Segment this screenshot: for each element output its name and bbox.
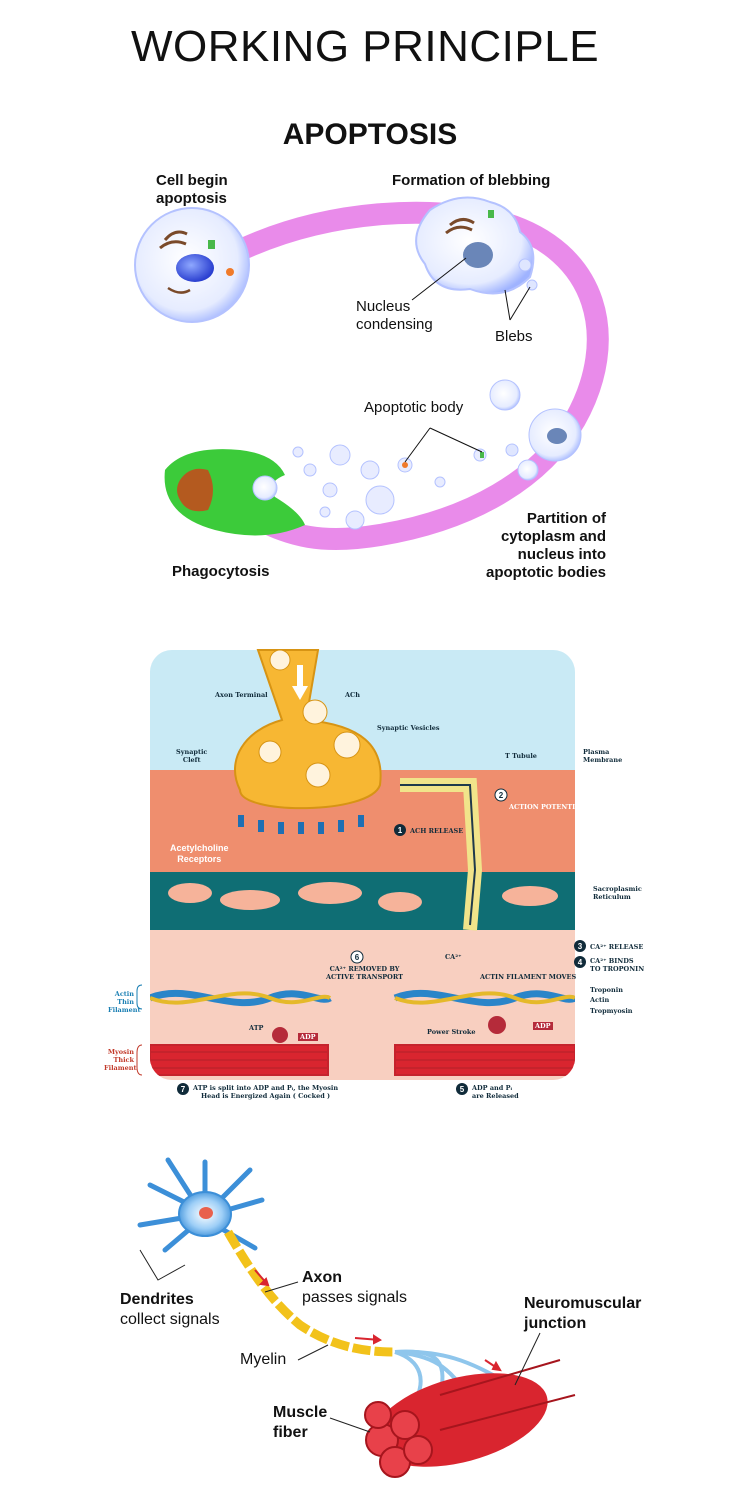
label-phagocytosis: Phagocytosis (172, 563, 270, 580)
label-nucleus: Nucleus condensing (356, 298, 433, 333)
svg-text:4: 4 (578, 958, 583, 967)
label-apoptotic-body: Apoptotic body (364, 399, 464, 416)
label-plasma-membrane: Plasma Membrane (583, 748, 623, 764)
svg-text:5: 5 (460, 1085, 465, 1094)
label-dendrites-sub: collect signals (120, 1311, 220, 1328)
cell-blebbing (415, 196, 538, 295)
label-step7: ATP is split into ADP and Pᵢ, the Myosin… (193, 1084, 339, 1100)
apoptosis-diagram (134, 196, 609, 550)
page-title: WORKING PRINCIPLE (130, 22, 600, 71)
svg-text:3: 3 (578, 942, 583, 951)
svg-text:1: 1 (398, 826, 403, 835)
label-atp: ATP (249, 1024, 264, 1032)
label-ca-removed: CA²⁺ REMOVED BY ACTIVE TRANSPORT (326, 965, 403, 981)
label-actin: Actin (590, 996, 610, 1004)
nmj-diagram: 1 2 3 4 5 6 7 (136, 649, 586, 1095)
label-ca: CA²⁺ (445, 953, 462, 961)
label-ach-receptors: Acetylcholine Receptors (170, 843, 229, 864)
label-t-tubule: T Tubule (505, 752, 537, 760)
phagocyte (164, 449, 305, 536)
label-axon-sub: passes signals (302, 1289, 407, 1306)
label-ach: ACh (345, 691, 360, 699)
label-dendrites: Dendrites (120, 1291, 194, 1308)
label-cell-begin: Cell begin apoptosis (156, 172, 228, 207)
label-action-potential: ACTION POTENTIAL (509, 803, 585, 811)
label-axon-terminal: Axon Terminal (215, 691, 268, 699)
label-myosin-thick: Myosin Thick Filament (104, 1048, 137, 1072)
actin-filament-left (150, 990, 332, 1006)
cell-begin-apoptosis (134, 207, 250, 323)
ach-receptors (238, 815, 364, 834)
muscle-fiber (364, 1359, 576, 1478)
pathway-arc (234, 201, 609, 550)
svg-text:7: 7 (181, 1085, 186, 1094)
label-actin-thin: Actin Thin Filament (108, 990, 141, 1014)
label-adp-left: ADP (298, 1033, 318, 1041)
label-myelin: Myelin (240, 1351, 287, 1368)
label-adp-right: ADP (533, 1022, 553, 1030)
label-ca-binds: CA²⁺ BINDS TO TROPONIN (590, 957, 645, 973)
label-nmj: Neuromuscular junction (524, 1295, 642, 1332)
cell-partition (489, 379, 582, 481)
label-troponin: Troponin (590, 986, 623, 994)
myosin-filament (150, 1044, 575, 1076)
apoptotic-bodies (292, 444, 487, 530)
label-muscle-fiber: Muscle fiber (273, 1404, 328, 1441)
svg-text:6: 6 (355, 953, 360, 962)
label-ach-release: ACH RELEASE (410, 827, 464, 835)
label-partition: Partition of cytoplasm and nucleus into … (486, 510, 606, 581)
label-power-stroke: Power Stroke (427, 1028, 476, 1036)
label-actin-moves: ACTIN FILAMENT MOVES (480, 973, 577, 981)
svg-text:2: 2 (499, 791, 504, 800)
label-step5: ADP and Pᵢ are Released (472, 1084, 519, 1100)
label-sarcoplasmic: Sacroplasmic Reticulum (593, 885, 642, 901)
apoptosis-title: APOPTOSIS (282, 118, 458, 151)
axon (224, 1229, 396, 1357)
label-blebs: Blebs (495, 328, 533, 345)
label-ca-release: CA²⁺ RELEASE (590, 943, 644, 951)
axon-terminal (234, 649, 382, 810)
label-axon: Axon (302, 1269, 342, 1286)
label-synaptic-cleft: Synaptic Cleft (176, 748, 208, 764)
label-blebbing: Formation of blebbing (392, 172, 551, 189)
label-tropmyosin: Tropmyosin (590, 1007, 633, 1015)
actin-filament-right (393, 990, 575, 1006)
label-synaptic-vesicles: Synaptic Vesicles (377, 724, 440, 732)
